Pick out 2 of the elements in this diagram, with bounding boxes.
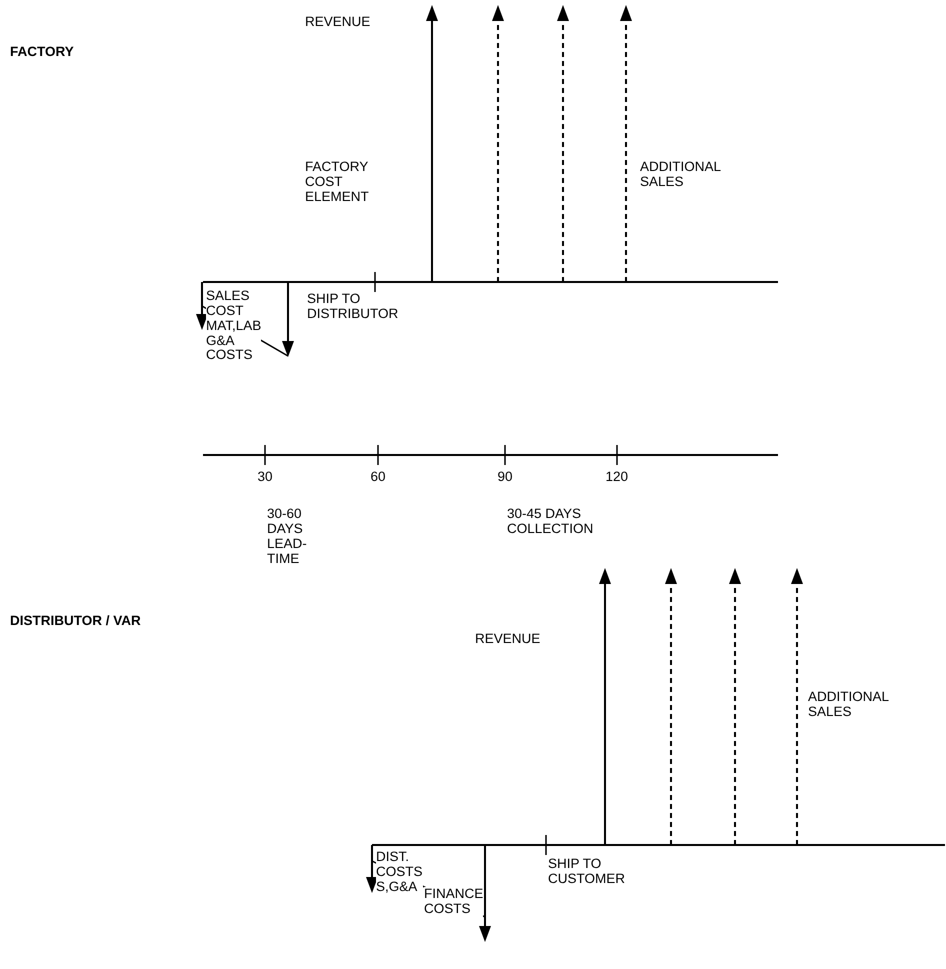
annotation-text: DIST. COSTS S,G&A (376, 850, 422, 895)
annotation-text: FINANCE COSTS (424, 887, 484, 917)
